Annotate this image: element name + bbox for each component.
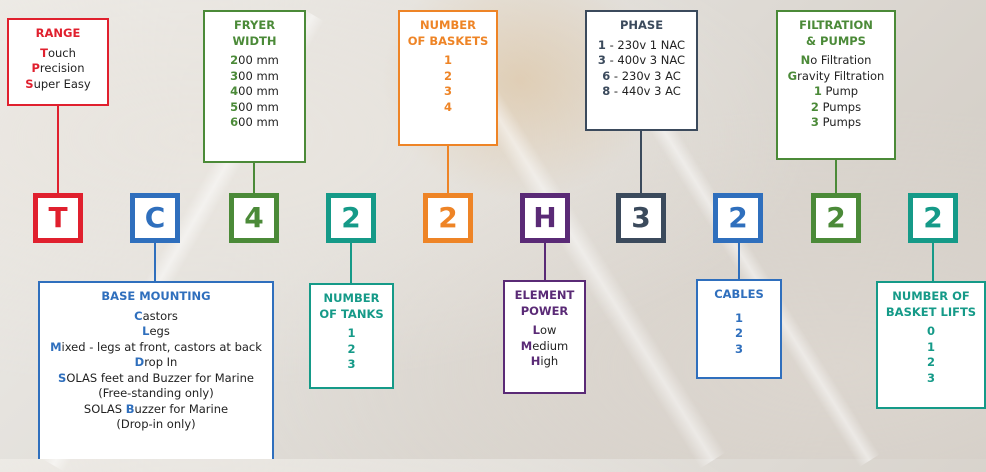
base-mounting-option: Legs (142, 324, 170, 338)
code-letter-fryer-width: 4 (229, 193, 279, 243)
connector-basket-lifts (932, 242, 934, 282)
code-letter-cables: 2 (713, 193, 763, 243)
connector-tanks (350, 242, 352, 284)
tanks-option: 1 (347, 326, 356, 340)
basket-lifts-option: 0 (926, 324, 935, 338)
basket-lifts-option: 2 (926, 355, 935, 369)
connector-element-power (544, 242, 546, 281)
tanks-option: 3 (347, 357, 356, 371)
tanks-option: 2 (347, 341, 356, 356)
phase-title: PHASE (619, 18, 664, 32)
fryer-width-option: 200 mm (230, 53, 279, 67)
connector-cables (738, 242, 740, 280)
base-mounting-option: Drop In (134, 355, 178, 369)
filtration-title: FILTRATION& PUMPS (799, 18, 873, 48)
filtration-option: 1 Pump (813, 84, 859, 98)
cables-option: 3 (734, 341, 743, 356)
code-letter-tanks: 2 (326, 193, 376, 243)
filtration-option: Gravity Filtration (787, 68, 885, 83)
baskets-option: 4 (443, 99, 452, 114)
phase-option: 3 - 400v 3 NAC (597, 53, 686, 67)
range-option: Touch (40, 45, 76, 60)
connector-base-mounting (154, 242, 156, 282)
range-option: Precision (31, 61, 85, 75)
baskets-option: 2 (443, 68, 452, 83)
filtration-option: No Filtration (800, 53, 872, 67)
code-letter-baskets: 2 (423, 193, 473, 243)
connector-filtration (835, 159, 837, 194)
basket-lifts-option: 1 (926, 339, 935, 354)
fryer-width-option: 400 mm (230, 84, 279, 98)
element-power-option: Medium (520, 338, 569, 353)
range-box: RANGE Touch Precision Super Easy (7, 18, 109, 106)
fryer-width-option: 500 mm (230, 99, 279, 114)
code-letter-range: T (33, 193, 83, 243)
phase-option: 6 - 230v 3 AC (602, 68, 681, 83)
fryer-width-option: 300 mm (230, 68, 279, 83)
connector-range (57, 105, 59, 194)
filtration-option: 2 Pumps (810, 99, 862, 114)
base-mounting-option: SOLAS feet and Buzzer for Marine (58, 370, 254, 385)
code-letter-element-power: H (520, 193, 570, 243)
cables-option: 2 (734, 326, 743, 340)
base-mounting-box: BASE MOUNTING Castors Legs Mixed - legs … (38, 281, 274, 459)
code-letter-base-mounting: C (130, 193, 180, 243)
connector-phase (640, 130, 642, 194)
phase-option: 1 - 230v 1 NAC (597, 37, 686, 52)
filtration-box: FILTRATION& PUMPS No Filtration Gravity … (776, 10, 896, 160)
baskets-option: 3 (443, 84, 452, 98)
filtration-option: 3 Pumps (810, 115, 862, 129)
range-option: Super Easy (25, 76, 91, 91)
base-mounting-title: BASE MOUNTING (101, 289, 211, 303)
element-power-option: High (530, 354, 559, 368)
base-mounting-option: (Drop-in only) (116, 417, 196, 431)
code-letter-phase: 3 (616, 193, 666, 243)
phase-box: PHASE 1 - 230v 1 NAC 3 - 400v 3 NAC 6 - … (585, 10, 698, 131)
fryer-width-option: 600 mm (230, 115, 279, 129)
connector-fryer-width (253, 162, 255, 194)
code-letter-filtration: 2 (811, 193, 861, 243)
cables-option: 1 (734, 310, 743, 325)
range-title: RANGE (35, 26, 81, 40)
connector-baskets (447, 145, 449, 194)
base-mounting-option: SOLAS Buzzer for Marine (83, 401, 229, 416)
baskets-option: 1 (443, 53, 452, 67)
base-mounting-option: (Free-standing only) (98, 386, 214, 400)
cables-title: CABLES (714, 287, 764, 301)
cables-box: CABLES 1 2 3 (696, 279, 782, 379)
base-mounting-option: Castors (134, 308, 178, 323)
phase-option: 8 - 440v 3 AC (602, 84, 681, 98)
element-power-option: Low (532, 323, 557, 337)
code-letter-basket-lifts: 2 (908, 193, 958, 243)
basket-lifts-option: 3 (926, 370, 935, 385)
base-mounting-option: Mixed - legs at front, castors at back (50, 339, 262, 354)
